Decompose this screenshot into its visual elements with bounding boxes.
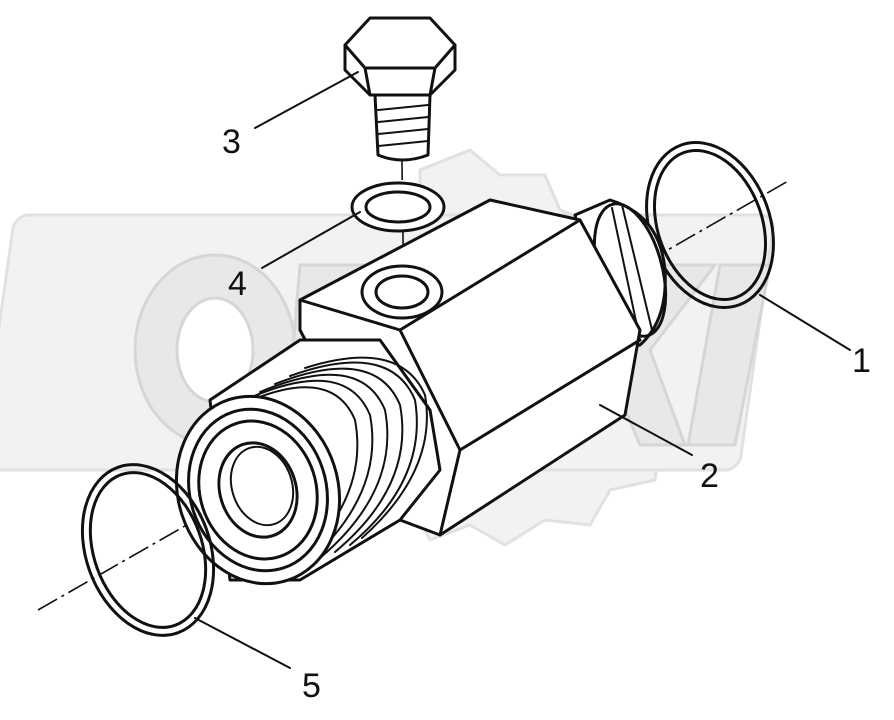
- callout-2: 2: [700, 457, 719, 495]
- part-2-adapter-body: [174, 198, 668, 586]
- callout-5: 5: [302, 667, 321, 705]
- watermark-letter-i: [686, 263, 772, 447]
- leader-line-4: [261, 211, 361, 269]
- part-3-hex-bolt: [343, 16, 457, 162]
- leader-line-2: [599, 404, 693, 456]
- leader-line-3: [254, 71, 359, 129]
- leader-line-1: [759, 294, 851, 351]
- callout-1: 1: [852, 342, 871, 380]
- callout-3: 3: [222, 123, 241, 161]
- callout-4: 4: [228, 265, 247, 303]
- thread-lines-left: [229, 356, 428, 571]
- leader-line-5: [194, 617, 291, 669]
- leader-lines: [194, 71, 851, 669]
- part-5-o-ring-left: [80, 463, 216, 637]
- part-4-washer: [350, 181, 446, 233]
